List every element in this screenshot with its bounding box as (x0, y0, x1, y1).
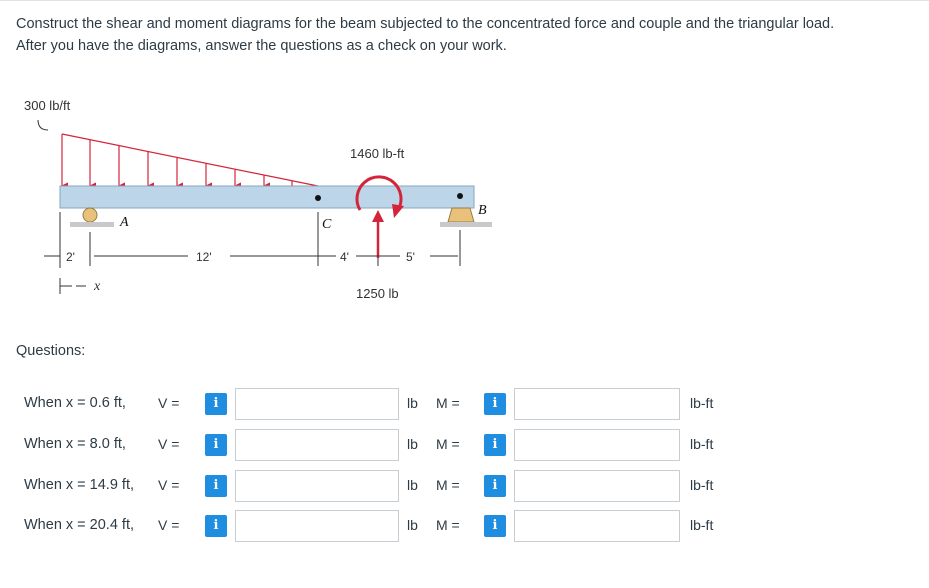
moment-unit: lb-ft (690, 395, 714, 411)
distributed-load-arrows (60, 134, 293, 190)
moment-answer-input[interactable] (514, 388, 680, 420)
dimension-2ft: 2' (66, 250, 75, 264)
info-icon[interactable]: i (205, 515, 227, 537)
shear-unit: lb (407, 395, 418, 411)
question-condition: When x = 0.6 ft, (24, 395, 126, 411)
support-b-pin (447, 207, 475, 223)
support-b-ground (440, 222, 492, 227)
moment-unit: lb-ft (690, 436, 714, 452)
question-condition: When x = 14.9 ft, (24, 477, 135, 493)
info-icon[interactable]: i (484, 434, 506, 456)
info-icon[interactable]: i (205, 393, 227, 415)
problem-statement: Construct the shear and moment diagrams … (16, 13, 916, 57)
info-icon[interactable]: i (484, 393, 506, 415)
couple-label: 1460 lb-ft (350, 146, 405, 161)
shear-answer-input[interactable] (235, 470, 399, 502)
question-row: When x = 20.4 ft, V = i lb M = i lb-ft (0, 510, 929, 542)
shear-label: V = (158, 395, 180, 411)
support-a-roller (82, 207, 98, 223)
info-icon[interactable]: i (205, 475, 227, 497)
info-icon[interactable]: i (205, 434, 227, 456)
moment-label: M = (436, 395, 460, 411)
moment-label: M = (436, 517, 460, 533)
point-c-dot (315, 195, 321, 201)
shear-label: V = (158, 517, 180, 533)
shear-unit: lb (407, 477, 418, 493)
dimension-5ft: 5' (406, 250, 415, 264)
moment-answer-input[interactable] (514, 470, 680, 502)
couple-arrowhead (392, 204, 404, 218)
force-arrowhead (372, 210, 384, 222)
problem-text-line-2: After you have the diagrams, answer the … (16, 38, 507, 54)
support-b-label: B (478, 203, 487, 218)
beam (59, 185, 475, 209)
support-a-label: A (119, 215, 129, 230)
shear-label: V = (158, 477, 180, 493)
question-row: When x = 8.0 ft, V = i lb M = i lb-ft (0, 429, 929, 461)
moment-label: M = (436, 436, 460, 452)
point-b-dot (457, 193, 463, 199)
moment-answer-input[interactable] (514, 510, 680, 542)
moment-answer-input[interactable] (514, 429, 680, 461)
beam-diagram: 300 lb/ft A B C 146 (24, 98, 492, 301)
moment-label: M = (436, 477, 460, 493)
question-row: When x = 0.6 ft, V = i lb M = i lb-ft (0, 388, 929, 420)
shear-answer-input[interactable] (235, 510, 399, 542)
support-a-ground (70, 222, 114, 227)
moment-unit: lb-ft (690, 477, 714, 493)
top-divider (0, 0, 929, 1)
force-label: 1250 lb (356, 286, 399, 301)
shear-label: V = (158, 436, 180, 452)
shear-unit: lb (407, 436, 418, 452)
load-top-line (61, 133, 319, 187)
x-coordinate-label: x (93, 279, 101, 294)
dimension-4ft: 4' (340, 250, 349, 264)
dimension-12ft: 12' (196, 250, 212, 264)
shear-answer-input[interactable] (235, 388, 399, 420)
questions-heading: Questions: (16, 343, 86, 359)
question-condition: When x = 8.0 ft, (24, 436, 126, 452)
point-c-label: C (322, 217, 332, 232)
moment-unit: lb-ft (690, 517, 714, 533)
load-intensity-label: 300 lb/ft (24, 98, 71, 113)
dimension-lines (44, 212, 461, 294)
problem-text-line-1: Construct the shear and moment diagrams … (16, 16, 835, 32)
question-row: When x = 14.9 ft, V = i lb M = i lb-ft (0, 470, 929, 502)
question-condition: When x = 20.4 ft, (24, 517, 135, 533)
shear-answer-input[interactable] (235, 429, 399, 461)
beam-figure: 300 lb/ft A B C 146 (0, 90, 929, 320)
info-icon[interactable]: i (484, 515, 506, 537)
load-label-leader (37, 119, 49, 131)
info-icon[interactable]: i (484, 475, 506, 497)
shear-unit: lb (407, 517, 418, 533)
couple-arc (355, 175, 403, 211)
